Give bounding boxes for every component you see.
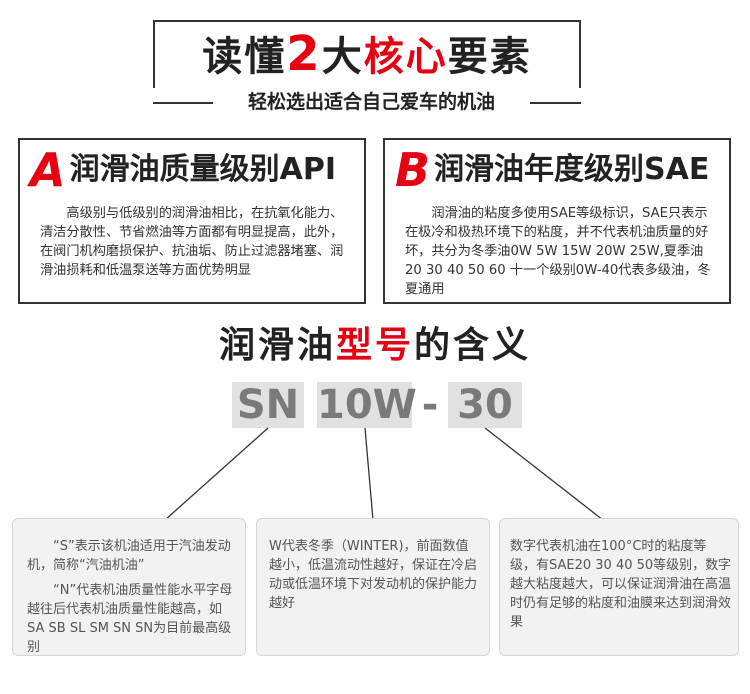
section-title-text: 润滑油 [218, 325, 336, 366]
api-box-title: 润滑油质量级别API [69, 152, 336, 187]
info-sn-paragraph-s: “S”表示该机油适用于汽油发动机，简称“汽油机油” [27, 539, 231, 573]
title-text: 读懂 [202, 34, 287, 80]
api-box-letter: A [30, 143, 66, 197]
info-box-winter: W代表冬季（WINTER)，前面数值越小，低温流动性越好，保证在冷启动或低温环境… [256, 518, 490, 656]
info-box-sn: “S”表示该机油适用于汽油发动机，简称“汽油机油” “N”代表机油质量性能水平字… [12, 518, 246, 656]
code-dash: - [421, 382, 439, 428]
api-box-description: 高级别与低级别的润滑油相比，在抗氧化能力、清洁分散性、节省燃油等方面都有明显提高… [40, 206, 344, 278]
header-frame-bottom-right [530, 102, 581, 104]
connector-line-sn [164, 427, 269, 521]
sae-box-description: 润滑油的粘度多使用SAE等级标识，SAE只表示在极冷和极热环境下的粘度，并不代表… [405, 206, 711, 297]
info-viscosity-text: 数字代表机油在100°C时的粘度等级，有SAE20 30 40 50等级别，数字… [510, 539, 732, 630]
title-text: 大 [321, 34, 364, 80]
connector-line-10w [364, 427, 374, 521]
code-part-30: 30 [448, 382, 522, 428]
sae-box-title: 润滑油年度级别SAE [434, 152, 710, 187]
page-subtitle: 轻松选出适合自己爱车的机油 [247, 91, 495, 113]
connector-line-30 [484, 427, 604, 521]
section-title-text: 的含义 [414, 325, 532, 366]
code-part-10w: 10W [317, 382, 417, 428]
title-number: 2 [286, 26, 322, 82]
section-title-highlight: 型号 [335, 325, 414, 366]
sae-box-letter: B [395, 143, 431, 197]
info-box-viscosity: 数字代表机油在100°C时的粘度等级，有SAE20 30 40 50等级别，数字… [499, 518, 739, 656]
code-part-sn: SN [232, 382, 304, 428]
page-title: 读懂2大核心要素 [153, 26, 581, 85]
header-frame-bottom-left [153, 102, 213, 104]
title-highlight: 核心 [363, 34, 448, 80]
header-frame [153, 20, 581, 88]
info-sn-paragraph-n: “N”代表机油质量性能水平字母越往后代表机油质量性能越高，如SA SB SL S… [27, 583, 233, 655]
section-title: 润滑油型号的含义 [0, 322, 750, 370]
info-winter-text: W代表冬季（WINTER)，前面数值越小，低温流动性越好，保证在冷启动或低温环境… [269, 539, 478, 611]
info-sn-text: “S”表示该机油适用于汽油发动机，简称“汽油机油” “N”代表机油质量性能水平字… [27, 537, 237, 657]
title-text: 要素 [447, 34, 532, 80]
